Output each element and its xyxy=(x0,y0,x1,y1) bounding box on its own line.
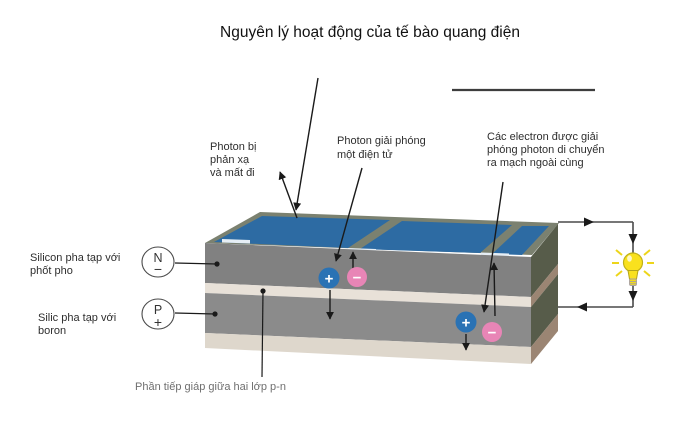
p-pointer-line xyxy=(174,312,216,315)
arrows xyxy=(278,77,504,351)
label-line: phốt pho xyxy=(30,265,73,277)
label-line: một điện tử xyxy=(337,149,393,161)
label-line: Silic pha tạp với xyxy=(38,312,117,324)
p-layer-side xyxy=(531,274,558,347)
p-badge: P + xyxy=(141,298,175,330)
label-line: Photon giải phóng xyxy=(337,135,426,147)
label-line: ra mạch ngoài cùng xyxy=(487,157,584,169)
minus-symbol: − xyxy=(353,270,362,287)
n-layer-front xyxy=(205,243,531,297)
p-layer-front xyxy=(205,293,531,347)
bulb-glass xyxy=(622,252,644,273)
base-layer-front xyxy=(205,333,531,364)
photon-release-label: Photon giải phóng một điện tử xyxy=(337,134,426,162)
electron-flow-arrow xyxy=(481,181,504,313)
n-doping-label: Silicon pha tạp với phốt pho xyxy=(30,252,120,278)
charge-particles: + − + − xyxy=(318,267,502,342)
label-line: boron xyxy=(38,325,67,337)
solar-cell xyxy=(205,212,559,364)
minus-symbol: − xyxy=(488,325,497,342)
negative-charge-circle xyxy=(482,322,502,342)
bulb-rays xyxy=(612,249,654,277)
p-doping-label: Silic pha tạp với boron xyxy=(38,312,116,338)
junction-layer-side xyxy=(531,264,558,307)
cell-top-panel xyxy=(360,221,512,253)
n-pointer-line xyxy=(174,262,218,265)
p-badge-charge: + xyxy=(154,314,162,330)
electron-up-arrow xyxy=(490,262,499,317)
wire-arrow-right xyxy=(584,217,594,227)
pointer-dot xyxy=(214,261,220,267)
plus-symbol: + xyxy=(462,315,471,332)
bulb-base xyxy=(629,278,637,286)
photon-release-arrow xyxy=(334,167,363,262)
positive-charge-circle xyxy=(318,267,340,289)
circuit-wires xyxy=(558,221,634,308)
junction-layer-front xyxy=(205,283,531,307)
label-line: Silicon pha tạp với xyxy=(30,252,121,264)
bulb-highlight xyxy=(627,255,632,262)
cell-top-panel xyxy=(492,226,549,255)
diagram-title: Nguyên lý hoạt động của tế bào quang điệ… xyxy=(220,24,520,41)
base-layer-side xyxy=(531,314,558,364)
n-badge: N − xyxy=(141,246,175,278)
electrode-pad xyxy=(222,239,250,244)
label-line: phóng photon di chuyển xyxy=(487,144,605,156)
pointer-dot xyxy=(260,288,266,294)
photon-reflected-label: Photon bị phản xạ và mất đi xyxy=(210,141,256,180)
label-line: Các electron được giải xyxy=(487,131,599,143)
wire-arrow-down xyxy=(628,234,638,244)
n-badge-circle xyxy=(141,246,175,278)
p-badge-circle xyxy=(141,298,175,330)
light-bulb-icon xyxy=(612,249,654,286)
pointer-lines xyxy=(174,262,264,378)
incident-photon-arrow xyxy=(293,77,319,211)
n-badge-letter: N xyxy=(153,251,162,265)
reflected-photon-arrow xyxy=(278,171,298,219)
p-badge-letter: P xyxy=(154,303,162,317)
label-line: phản xạ xyxy=(210,154,250,166)
junction-label: Phần tiếp giáp giữa hai lớp p-n xyxy=(135,381,286,393)
electron-flow-label: Các electron được giải phóng photon di c… xyxy=(487,131,604,170)
label-line: và mất đi xyxy=(210,167,255,179)
wire-arrow-down xyxy=(628,291,638,301)
positive-charge-circle xyxy=(455,311,477,333)
pointer-dot xyxy=(212,311,218,317)
negative-charge-circle xyxy=(347,267,367,287)
junction-pointer-line xyxy=(261,290,264,378)
n-badge-charge: − xyxy=(154,261,162,277)
bulb-neck xyxy=(627,270,639,280)
wire-arrow-left xyxy=(577,302,587,312)
plus-symbol: + xyxy=(325,271,334,288)
label-line: Photon bị xyxy=(210,141,257,153)
n-layer-side xyxy=(531,224,558,297)
